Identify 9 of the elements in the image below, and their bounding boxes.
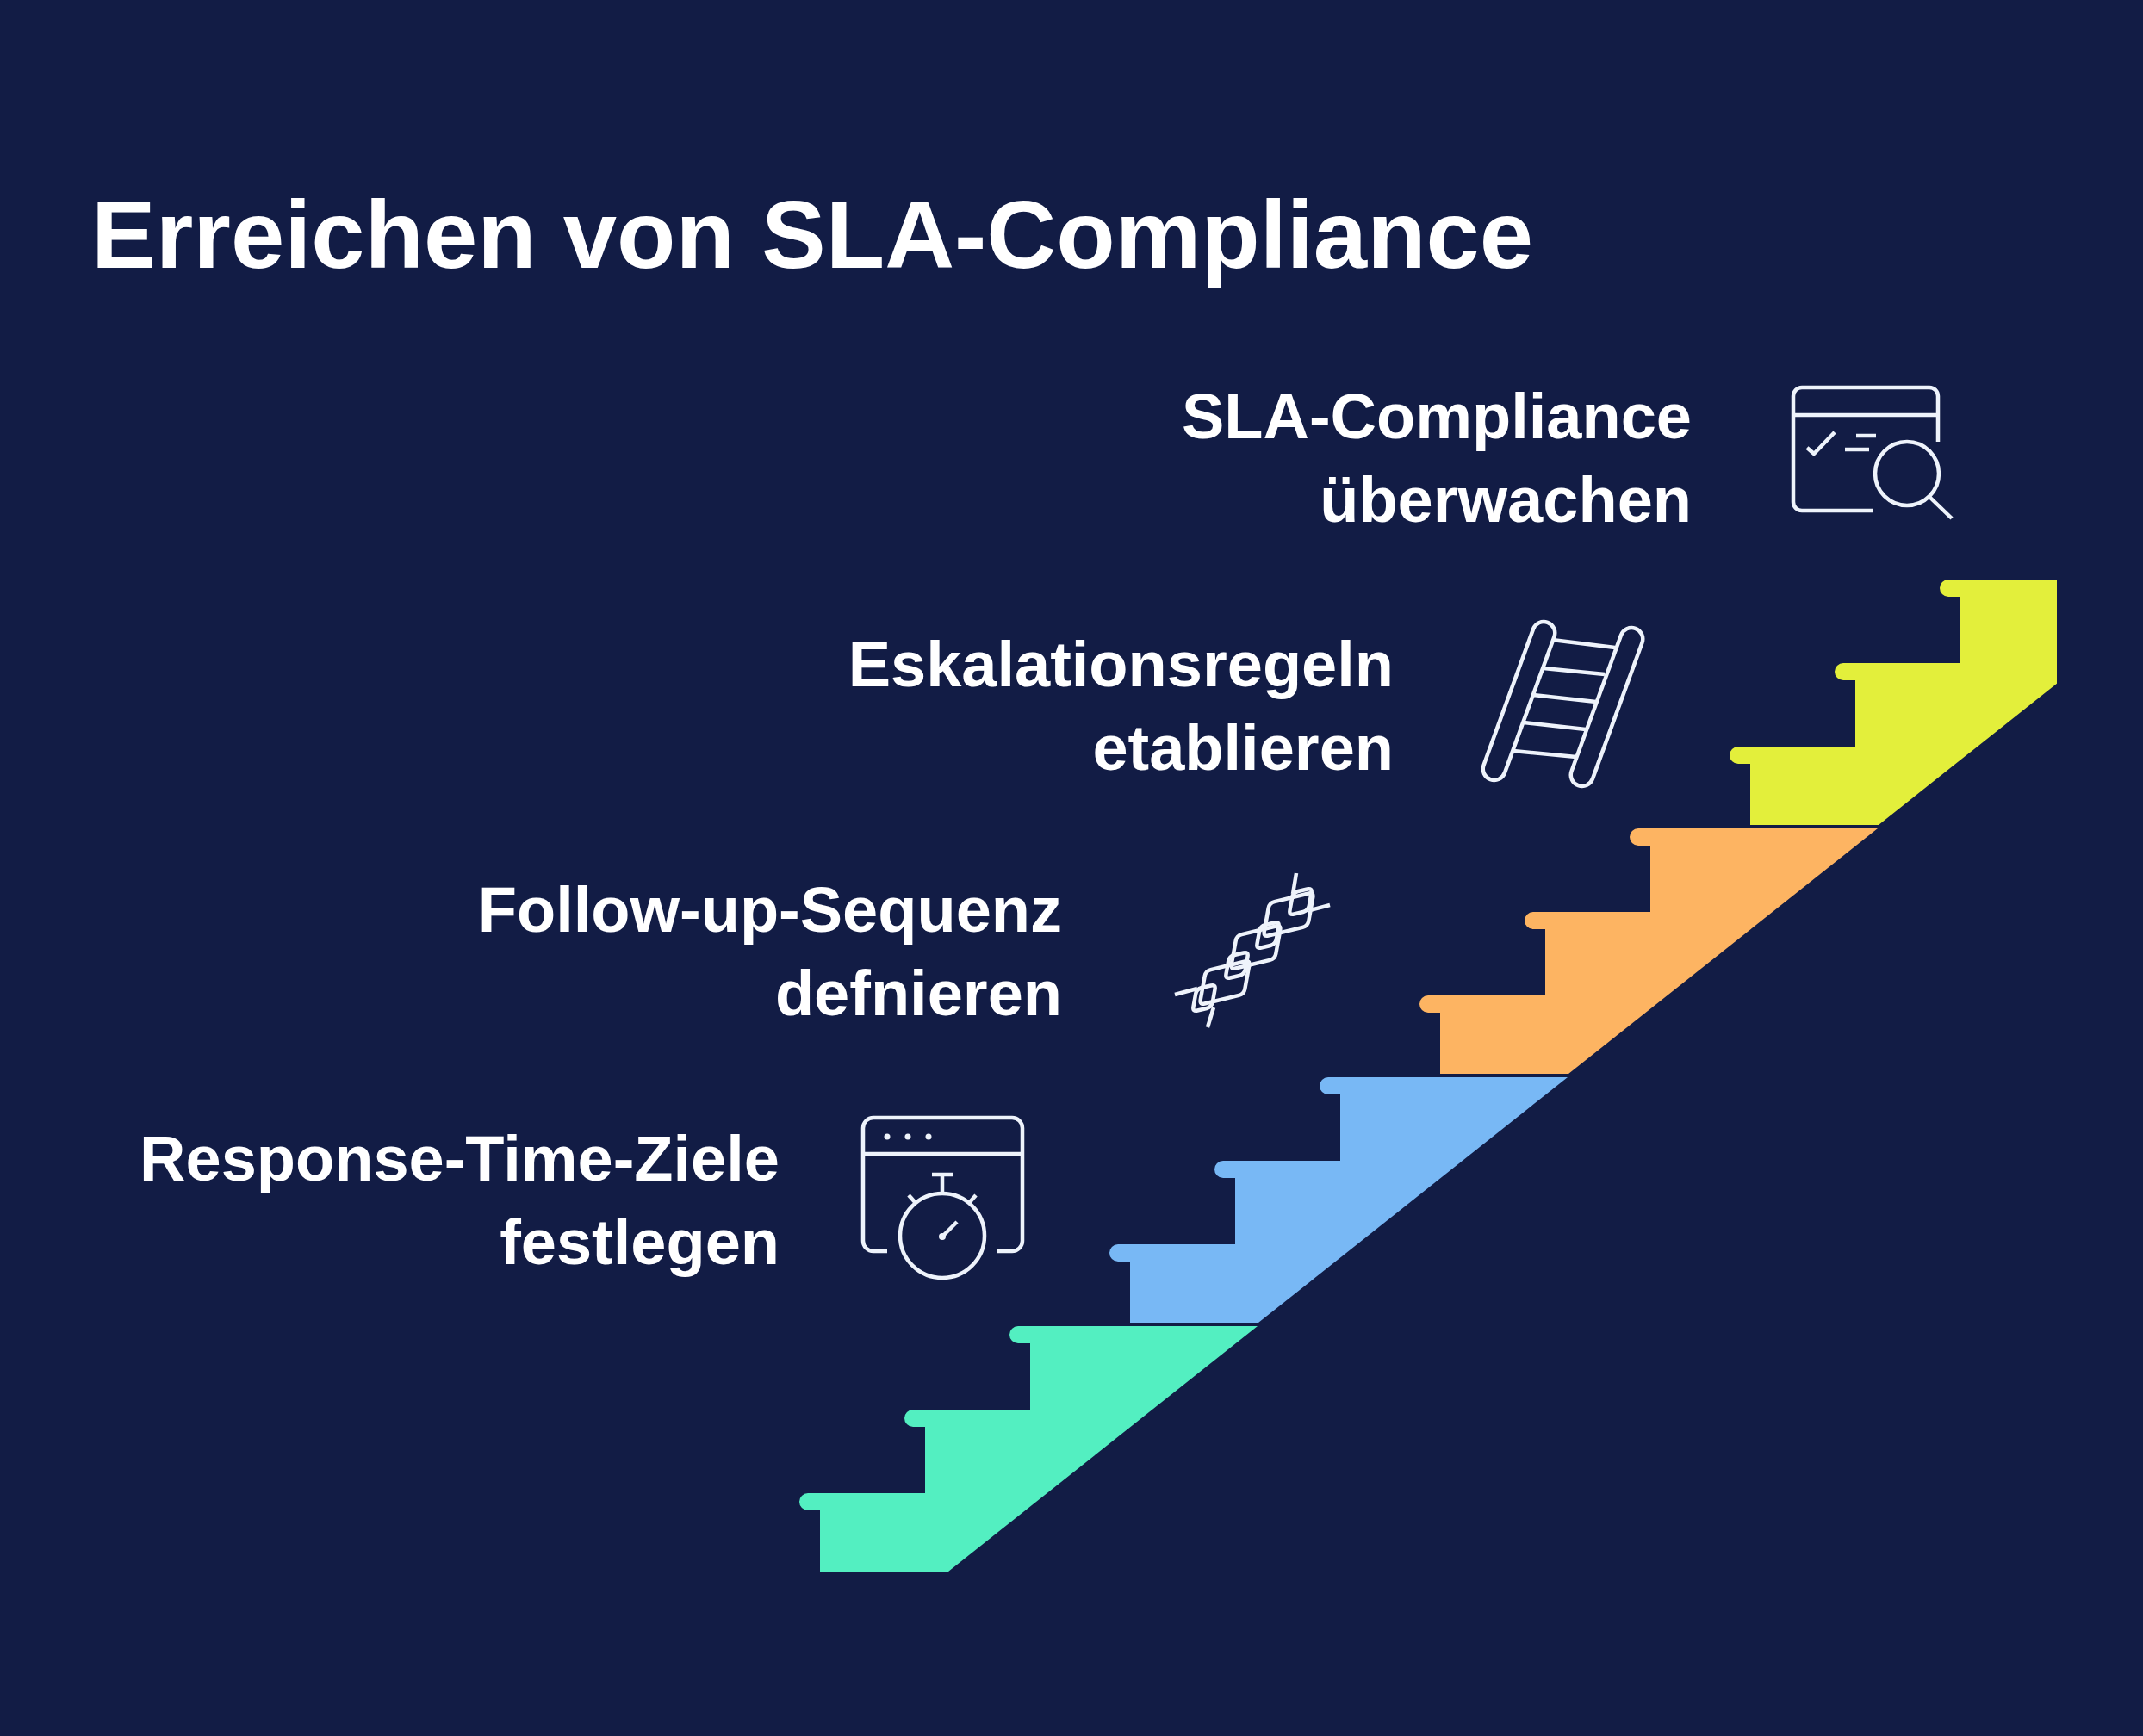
step-label: SLA-Compliance überwachen xyxy=(1181,380,1692,537)
stair-steps xyxy=(1419,828,1878,1074)
step-label: Follow-up-Sequenz defnieren xyxy=(477,873,1062,1031)
stair-steps xyxy=(1730,580,2057,825)
step-label: Response-Time-Ziele festlegen xyxy=(140,1122,780,1280)
stair-steps xyxy=(1109,1077,1568,1323)
title: Erreichen von SLA-Compliance xyxy=(91,180,1534,290)
stair-steps xyxy=(799,1326,1258,1572)
step-label: Eskalationsregeln etablieren xyxy=(848,628,1394,785)
